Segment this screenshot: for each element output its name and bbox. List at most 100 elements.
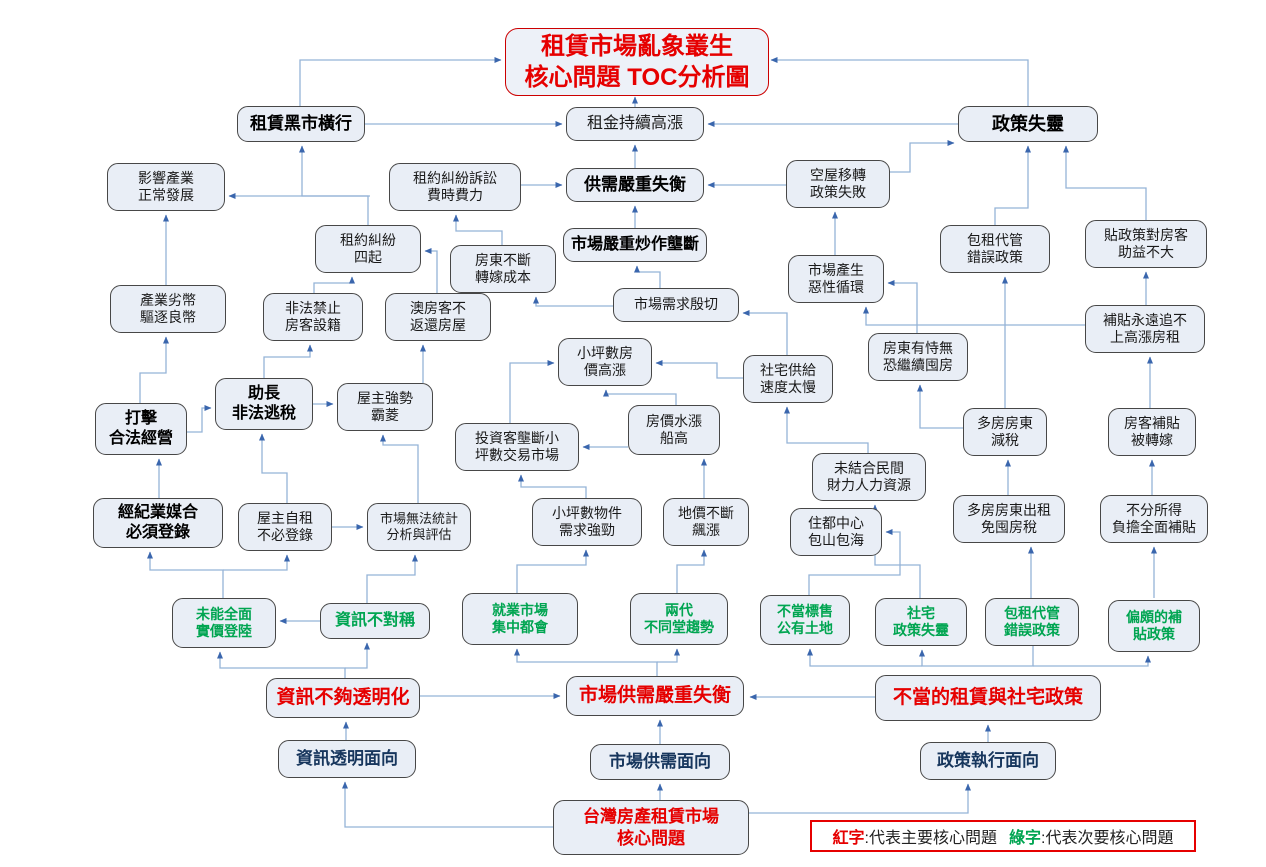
connector-arrow-53: [676, 549, 707, 593]
connector-arrow-21: [887, 280, 918, 333]
node-supply-demand-imbalance: 供需嚴重失衡: [566, 168, 704, 202]
node-housing-price-rise: 房價水漲 船高: [628, 405, 720, 455]
node-vicious-cycle: 市場產生 惡性循環: [788, 255, 884, 303]
connector-arrow-51: [657, 648, 680, 663]
node-urban-center-overload: 住都中心 包山包海: [790, 508, 882, 556]
node-no-statistics: 市場無法統計 分析與評估: [367, 503, 471, 551]
node-social-housing-slow: 社宅供給 速度太慢: [743, 355, 833, 403]
connector-arrow-22: [863, 306, 1085, 326]
connector-arrow-52: [516, 549, 589, 593]
connector-arrow-0: [299, 57, 502, 106]
legend-green-desc: :代表次要核心問題: [1041, 830, 1174, 847]
legend-red-term: 紅字: [832, 830, 865, 847]
connector-arrow-18: [890, 140, 955, 173]
node-demand-urgent: 市場需求殷切: [613, 288, 739, 322]
node-abet-tax-evasion: 助長 非法逃稅: [215, 378, 313, 430]
connector-arrow-29: [263, 344, 313, 378]
node-improper-land-sale: 不當標售 公有土地: [760, 595, 850, 645]
node-subsidy-regardless-income: 不分所得 負擔全面補貼: [1100, 495, 1208, 543]
node-no-full-price-registration: 未能全面 實價登陸: [172, 598, 276, 648]
connector-arrow-10: [299, 145, 369, 225]
node-broker-must-register: 經紀業媒合 必須登錄: [93, 498, 223, 548]
node-info-not-transparent: 資訊不夠透明化: [266, 678, 420, 718]
legend-red-desc: :代表主要核心問題: [864, 830, 997, 847]
node-market-facet: 市場供需面向: [590, 744, 730, 780]
node-multi-landlord-taxcut: 多房房東 減稅: [963, 408, 1047, 456]
connector-arrow-37: [380, 434, 419, 503]
node-biased-subsidy-policy: 偏頗的補 貼政策: [1108, 600, 1200, 652]
node-subsidy-never-catches: 補貼永遠追不 上高漲房租: [1085, 305, 1205, 353]
legend-green-term: 綠字: [1009, 830, 1042, 847]
node-policy-facet: 政策執行面向: [920, 742, 1056, 780]
node-industry-dev: 影響產業 正常發展: [107, 163, 225, 211]
connector-arrow-58: [917, 384, 963, 429]
connector-arrow-55: [784, 406, 869, 453]
node-black-market: 租賃黑市橫行: [237, 106, 365, 142]
connector-arrow-15: [424, 248, 438, 293]
connector-arrow-34: [603, 389, 677, 405]
connector-arrow-66: [1033, 655, 1151, 667]
node-self-rent-no-register: 屋主自租 不必登錄: [238, 503, 332, 551]
connector-arrow-24: [742, 310, 788, 355]
connector-arrow-14: [313, 276, 355, 293]
node-contract-disputes: 租約糾紛 四起: [315, 225, 421, 273]
node-multi-landlord-rent-exempt: 多房房東出租 免囤房稅: [953, 495, 1065, 543]
node-no-private-resources: 未結合民間 財力人力資源: [812, 453, 926, 501]
connector-arrow-9: [634, 265, 661, 288]
node-jobs-in-cities: 就業市場 集中都會: [462, 593, 578, 645]
connector-arrow-65: [919, 646, 1034, 667]
connector-arrow-36: [518, 474, 587, 498]
node-landlord-hoarding: 房東有恃無 恐繼續囤房: [868, 333, 968, 381]
node-investor-monopoly: 投資客壟斷小 坪數交易市場: [455, 423, 579, 471]
title-line-2: 核心問題 TOC分析圖: [524, 64, 750, 91]
node-bad-tenant-no-return: 澳房客不 返還房屋: [385, 293, 491, 341]
node-ban-household-reg: 非法禁止 房客設籍: [263, 293, 363, 341]
connector-arrow-40: [147, 551, 224, 598]
connector-arrow-19: [994, 145, 1031, 225]
connector-arrow-25: [655, 360, 743, 379]
node-bad-money-drives-good: 產業劣幣 驅逐良幣: [110, 285, 226, 333]
node-info-facet: 資訊透明面向: [278, 740, 416, 778]
node-market-imbalance-core: 市場供需嚴重失衡: [566, 676, 744, 716]
connector-arrow-57: [808, 529, 901, 595]
connector-arrow-70: [749, 783, 971, 814]
connector-arrow-50: [514, 648, 658, 676]
diagram-title: 租賃市場亂象叢生 核心問題 TOC分析圖: [505, 28, 769, 96]
connector-arrow-31: [259, 433, 288, 503]
connector-arrow-20: [1063, 145, 1147, 220]
node-subsidy-little-help: 貼政策對房客 助益不大: [1085, 220, 1207, 268]
node-tenant-subsidy-passed: 房客補貼 被轉嫁: [1108, 408, 1196, 456]
connector-arrow-33: [509, 360, 555, 423]
connector-arrow-43: [217, 651, 346, 678]
connector-arrow-12: [453, 214, 503, 245]
connector-arrow-67: [807, 648, 922, 667]
node-vacant-transfer-policy-fail: 空屋移轉 政策失敗: [786, 160, 890, 208]
node-small-unit-price-rise: 小坪數房 價高漲: [558, 338, 652, 386]
node-lawsuit-costly: 租約糾紛訴訟 費時費力: [389, 163, 521, 211]
connector-arrow-28: [187, 405, 212, 433]
node-sublease-wrong-policy-green: 包租代管 錯誤政策: [985, 598, 1079, 646]
legend-box: 紅字:代表主要核心問題 綠字:代表次要核心問題: [810, 820, 1196, 852]
connector-arrow-26: [139, 336, 169, 403]
node-sublease-wrong-policy-top: 包租代管 錯誤政策: [940, 225, 1050, 273]
node-social-housing-policy-failure: 社宅 政策失靈: [875, 598, 967, 646]
node-taiwan-core-problem: 台灣房產租賃市場 核心問題: [553, 800, 749, 855]
node-cost-passthrough: 房東不斷 轉嫁成本: [450, 245, 556, 293]
node-small-unit-demand: 小坪數物件 需求強勁: [532, 498, 642, 546]
connector-arrow-39: [366, 554, 418, 603]
node-two-generations-apart: 兩代 不同堂趨勢: [630, 593, 728, 645]
title-line-1: 租賃市場亂象叢生: [541, 32, 733, 60]
connector-arrow-44: [345, 642, 370, 669]
connector-arrow-68: [342, 781, 553, 828]
node-improper-rental-policy: 不當的租賃與社宅政策: [875, 675, 1101, 721]
connector-arrow-41: [223, 554, 290, 571]
node-policy-failure: 政策失靈: [958, 106, 1098, 142]
node-landlord-bullying: 屋主強勢 霸菱: [337, 383, 433, 431]
connector-arrow-2: [770, 57, 1029, 106]
node-speculation-monopoly: 市場嚴重炒作壟斷: [563, 228, 707, 262]
connector-arrow-16: [533, 296, 613, 307]
node-hit-legal-business: 打擊 合法經營: [95, 403, 187, 455]
node-rent-rising: 租金持續高漲: [566, 107, 704, 141]
